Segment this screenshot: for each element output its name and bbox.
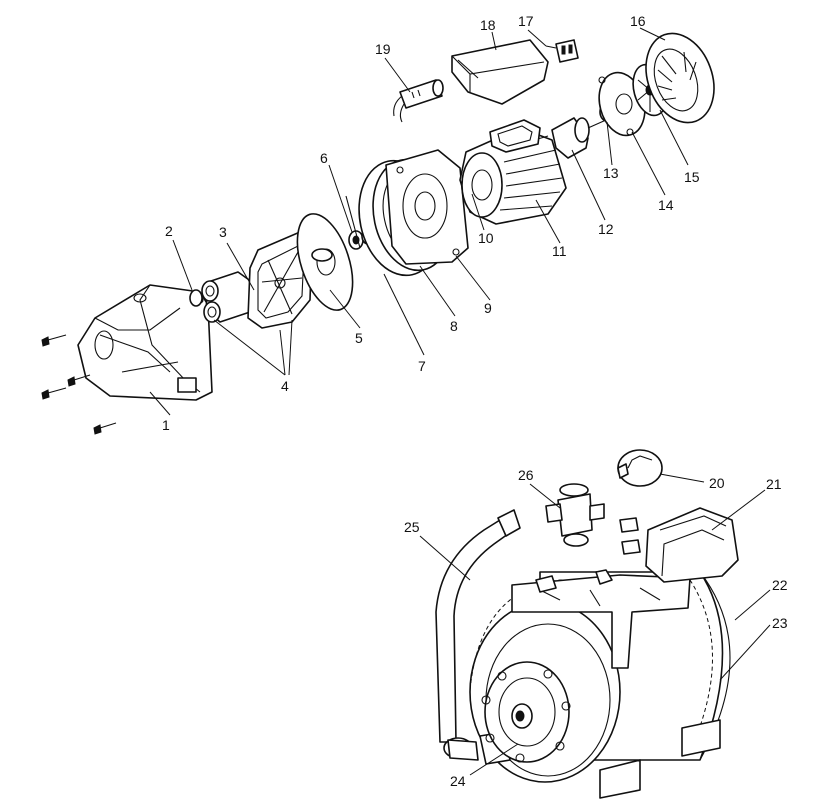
part-19-capacitor [393,79,444,123]
callout-22: 22 [772,577,788,593]
callout-20: 20 [709,475,725,491]
part-9-bracket [385,149,469,265]
callout-26: 26 [518,467,534,483]
callout-24: 24 [450,773,466,789]
part-21-pressure-switch [619,507,739,583]
part-2-o-ring [189,289,203,307]
callout-12: 12 [598,221,614,237]
callout-2: 2 [165,223,173,239]
callout-8: 8 [450,318,458,334]
callout-21: 21 [766,476,782,492]
callout-11: 11 [552,243,567,259]
callout-19: 19 [375,41,391,57]
part-11-motor-housing [459,119,567,225]
callout-14: 14 [658,197,674,213]
callout-15: 15 [684,169,700,185]
part-4-ejector [201,271,253,323]
part-18-terminal-box-cover [451,39,549,105]
callout-17: 17 [518,13,534,29]
callout-25: 25 [404,519,420,535]
callout-9: 9 [484,300,492,316]
part-5-impeller [296,213,354,311]
callout-16: 16 [630,13,646,29]
part-12-rotor [551,117,607,159]
callout-6: 6 [320,150,328,166]
callout-4: 4 [281,378,289,394]
leader-lines [149,27,771,776]
callout-3: 3 [219,224,227,240]
part-1-pump-housing [77,284,213,401]
part-20-pressure-gauge [617,449,663,487]
callout-13: 13 [603,165,619,181]
callout-18: 18 [480,17,496,33]
callout-23: 23 [772,615,788,631]
tank-support-bracket [511,569,691,669]
housing-bolts [41,334,117,435]
callout-labels: 1 2 3 4 5 6 7 8 9 10 11 12 13 14 15 16 1… [162,13,788,789]
part-17-terminal [545,39,579,63]
callout-1: 1 [162,417,170,433]
part-25-flexible-hose [435,509,521,761]
part-26-five-way-fitting [545,483,605,547]
part-16-fan-cover [645,32,715,124]
part-24-tank-flange [481,661,571,763]
callout-5: 5 [355,330,363,346]
callout-7: 7 [418,358,426,374]
callout-10: 10 [478,230,494,246]
